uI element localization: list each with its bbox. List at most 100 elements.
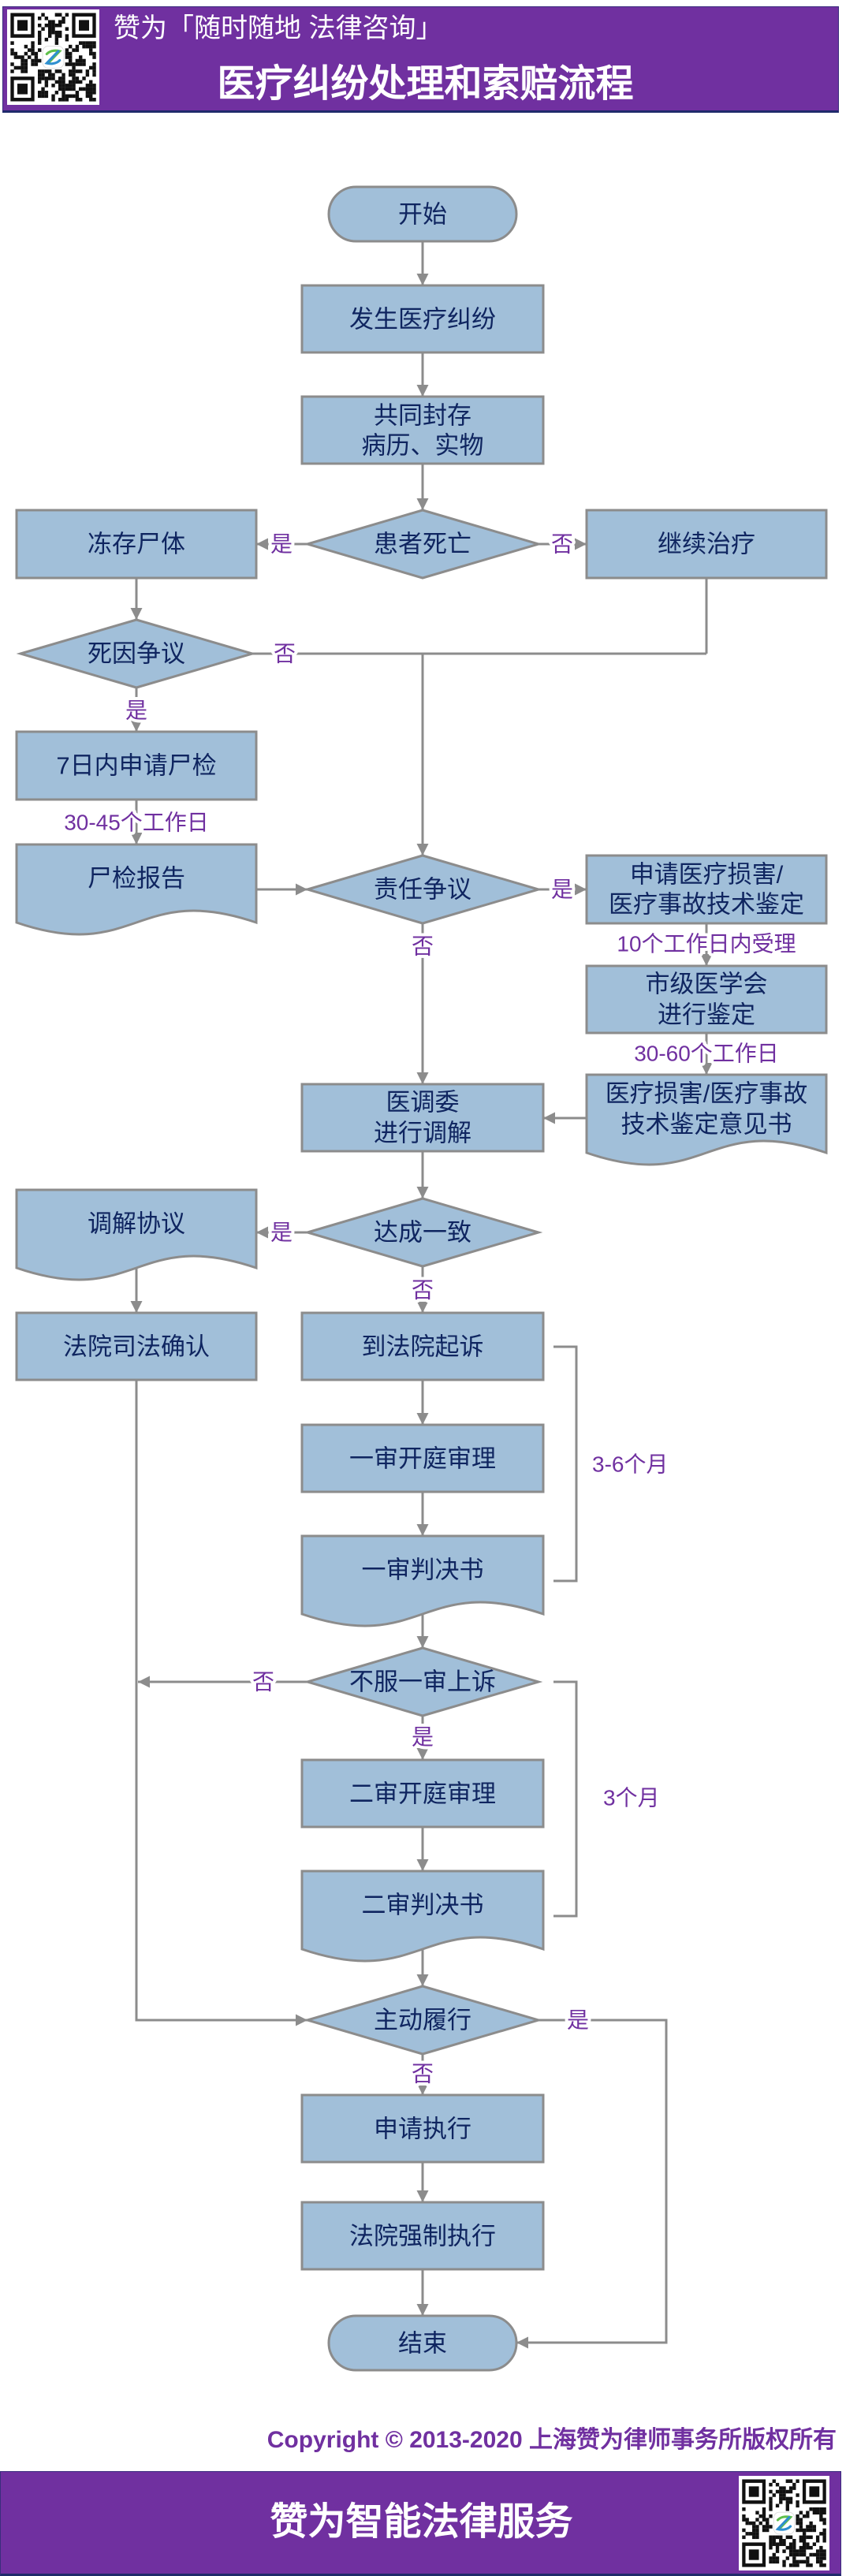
qr-module bbox=[89, 51, 93, 56]
qr-module bbox=[79, 62, 83, 66]
qr-module bbox=[85, 73, 90, 77]
qr-module bbox=[17, 55, 21, 59]
qr-module bbox=[752, 2528, 756, 2533]
qr-module bbox=[41, 13, 45, 17]
qr-module bbox=[65, 62, 69, 66]
node-label: 冻存尸体 bbox=[88, 531, 185, 558]
qr-module bbox=[54, 37, 59, 42]
qr-module bbox=[769, 2482, 773, 2487]
qr-module bbox=[799, 2539, 803, 2543]
qr-module bbox=[65, 27, 69, 31]
qr-module bbox=[65, 37, 69, 42]
qr-module bbox=[772, 2535, 776, 2540]
qr-module bbox=[799, 2528, 803, 2533]
edge-label-no: 否 bbox=[412, 2062, 434, 2086]
qr-module bbox=[92, 62, 96, 66]
qr-module bbox=[782, 2539, 786, 2543]
qr-module bbox=[748, 2532, 753, 2536]
qr-module bbox=[61, 94, 65, 99]
edge-confirmation-to-voluntary bbox=[135, 1380, 307, 2026]
qr-module bbox=[38, 37, 42, 42]
qr-module bbox=[788, 2545, 793, 2550]
qr-module bbox=[48, 30, 52, 35]
node-mediation: 医调委 进行调解 bbox=[300, 1083, 545, 1153]
qr-module bbox=[779, 2486, 783, 2490]
footer-title: 赞为智能法律服务 bbox=[270, 2501, 573, 2543]
qr-module bbox=[796, 2493, 799, 2497]
qr-module bbox=[54, 41, 59, 45]
decision-shape bbox=[303, 1985, 543, 2056]
qr-module bbox=[766, 2518, 770, 2522]
qr-module bbox=[24, 58, 28, 63]
qr-module bbox=[41, 91, 45, 95]
qr-module bbox=[31, 62, 35, 66]
qr-module bbox=[782, 2563, 786, 2567]
edge-label-yes: 是 bbox=[551, 878, 573, 902]
qr-module bbox=[44, 76, 49, 80]
qr-module bbox=[20, 62, 24, 66]
qr-module bbox=[802, 2552, 807, 2557]
qr-module bbox=[779, 2539, 783, 2543]
node-label: 死因争议 bbox=[88, 640, 185, 668]
node-label: 法院司法确认 bbox=[63, 1333, 210, 1361]
node-city-medical-assoc: 市级医学会 进行鉴定 bbox=[585, 964, 828, 1035]
qr-module bbox=[779, 2535, 783, 2540]
node-liability-dispute: 责任争议 bbox=[303, 854, 543, 925]
node-court-enforcement: 法院强制执行 bbox=[300, 2201, 545, 2271]
qr-module bbox=[34, 55, 39, 59]
qr-module bbox=[79, 80, 83, 84]
qr-module bbox=[796, 2552, 799, 2557]
qr-module bbox=[772, 2559, 776, 2564]
qr-module bbox=[69, 73, 73, 77]
qr-module bbox=[82, 44, 86, 49]
node-label-line-1: 市级医学会 bbox=[646, 971, 768, 998]
node-label: 主动履行 bbox=[374, 2007, 471, 2034]
qr-module bbox=[72, 84, 76, 88]
qr-module bbox=[89, 41, 93, 45]
qr-module bbox=[82, 58, 86, 63]
qr-module bbox=[785, 2535, 789, 2540]
qr-module bbox=[89, 87, 93, 91]
qr-module bbox=[44, 16, 49, 21]
qr-module bbox=[89, 65, 93, 70]
qr-module bbox=[38, 34, 42, 38]
qr-module bbox=[38, 73, 42, 77]
page-title: 医疗纠纷处理和索赔流程 bbox=[217, 63, 634, 105]
qr-module bbox=[75, 58, 80, 63]
qr-module bbox=[20, 55, 24, 59]
qr-module bbox=[92, 55, 96, 59]
qr-module bbox=[89, 48, 93, 52]
qr-module bbox=[44, 84, 49, 88]
qr-module bbox=[788, 2486, 793, 2490]
qr-module bbox=[44, 37, 49, 42]
process-shape bbox=[15, 1311, 258, 1381]
qr-module bbox=[788, 2496, 793, 2501]
qr-module bbox=[806, 2542, 810, 2546]
qr-module bbox=[752, 2535, 756, 2540]
qr-module bbox=[815, 2556, 820, 2560]
qr-module bbox=[796, 2503, 799, 2508]
node-label: 二审开庭审理 bbox=[349, 1780, 496, 1808]
qr-module bbox=[72, 73, 76, 77]
qr-module bbox=[92, 91, 96, 95]
qr-module bbox=[82, 41, 86, 45]
edge-label-no: 否 bbox=[412, 934, 434, 959]
qr-module bbox=[822, 2518, 826, 2522]
qr-module bbox=[788, 2489, 793, 2494]
process-shape bbox=[300, 2093, 545, 2164]
qr-module bbox=[769, 2542, 773, 2546]
node-label: 结束 bbox=[398, 2330, 447, 2358]
qr-module bbox=[75, 48, 80, 52]
qr-module bbox=[799, 2545, 803, 2550]
qr-module bbox=[51, 73, 55, 77]
qr-module bbox=[742, 2535, 746, 2540]
qr-module bbox=[79, 55, 83, 59]
qr-module bbox=[788, 2542, 793, 2546]
qr-module bbox=[802, 2532, 807, 2536]
node-label-line-2: 进行鉴定 bbox=[658, 1001, 755, 1029]
qr-module bbox=[769, 2559, 773, 2564]
qr-module bbox=[819, 2507, 823, 2511]
qr-module bbox=[38, 80, 42, 84]
node-voluntary-performance: 主动履行 bbox=[303, 1985, 543, 2056]
header-banner: 赞为「随时随地 法律咨询」 医疗纠纷处理和索赔流程 bbox=[2, 6, 839, 113]
